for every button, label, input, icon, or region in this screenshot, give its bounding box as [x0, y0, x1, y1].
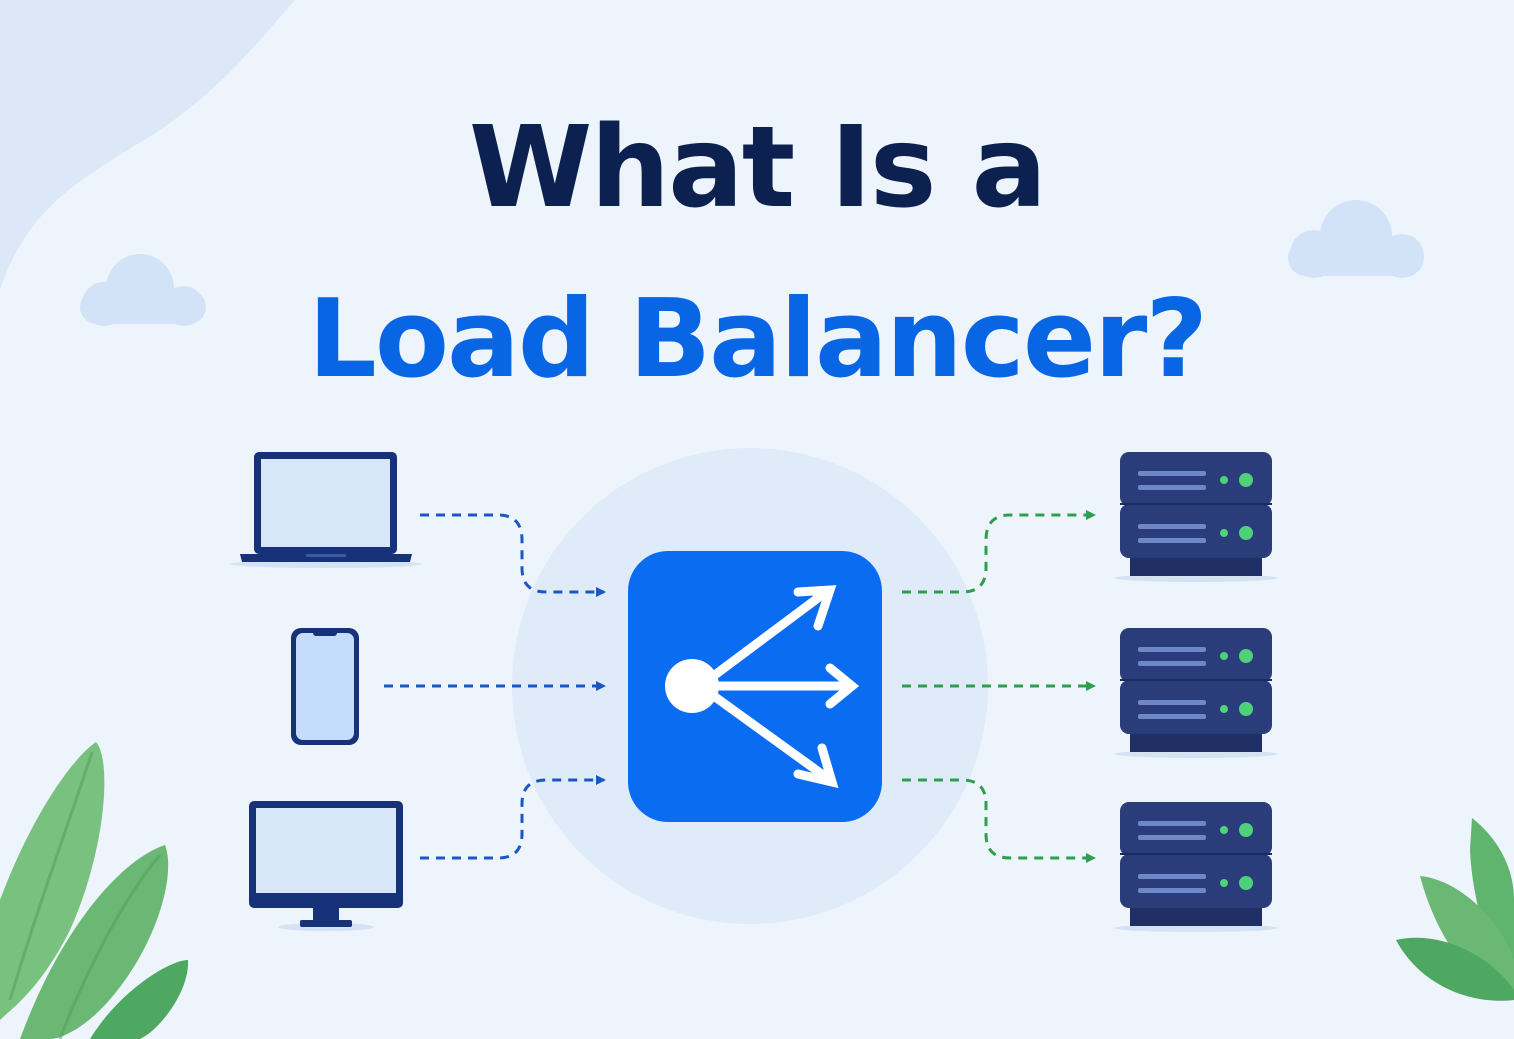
connector-laptop-to-balancer [420, 513, 606, 597]
smartphone-icon [291, 628, 359, 745]
title-line-1: What Is a [468, 103, 1047, 233]
leaf-left-icon [0, 742, 189, 1039]
cloud-right-icon [1288, 200, 1424, 278]
cloud-left-icon [80, 254, 206, 326]
load-balancer-distribute-icon [628, 551, 882, 822]
title-line-2: Load Balancer? [308, 277, 1208, 402]
desktop-monitor-icon [249, 801, 403, 931]
connector-balancer-to-server-3 [902, 778, 1096, 863]
background-wave [0, 0, 295, 290]
server-icon [1114, 802, 1278, 932]
connector-desktop-to-balancer [420, 775, 606, 860]
laptop-icon [230, 452, 422, 568]
leaf-right-icon [1396, 818, 1514, 1001]
connector-balancer-to-server-1 [902, 510, 1096, 594]
server-icon [1114, 452, 1278, 582]
server-icon [1114, 628, 1278, 758]
